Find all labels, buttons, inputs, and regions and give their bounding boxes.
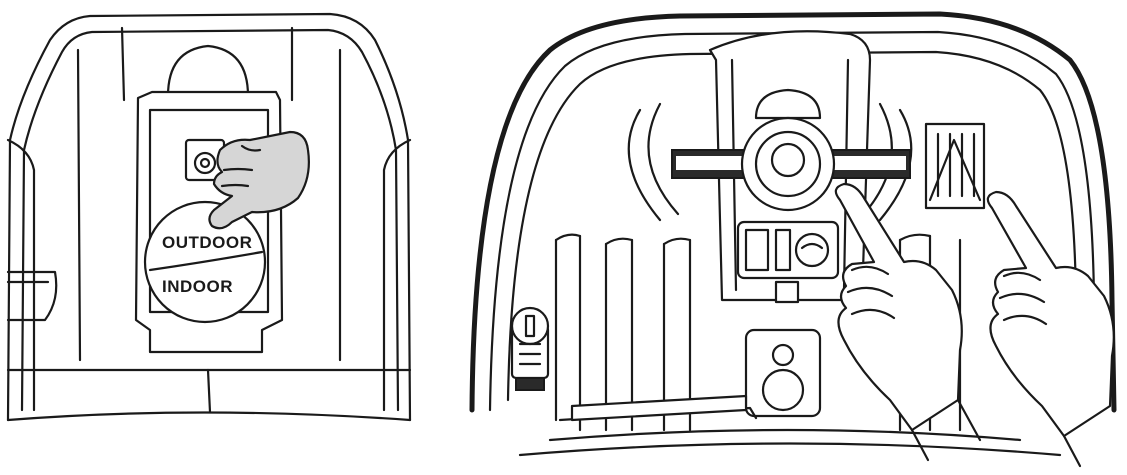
- control-panel-diagram: [469, 11, 1117, 468]
- left-illustration: OUTDOOR INDOOR: [0, 0, 420, 475]
- indoor-label: INDOOR: [162, 277, 233, 296]
- lock-icon: [510, 306, 550, 391]
- start-button[interactable]: [794, 232, 830, 268]
- outdoor-label: OUTDOOR: [162, 233, 252, 252]
- connector: [774, 280, 800, 304]
- power-switch[interactable]: [744, 228, 770, 272]
- hand-press-icon: [208, 130, 310, 230]
- vent-grille: [924, 122, 986, 210]
- housing-outline: [6, 12, 412, 422]
- top-dome: [166, 44, 250, 98]
- right-illustration: [460, 0, 1127, 475]
- hand-pointing-icon: [834, 182, 982, 462]
- rear-cover-diagram: OUTDOOR INDOOR: [6, 12, 412, 422]
- mower-body-outline: [469, 11, 1117, 413]
- hand-pointing-icon: [986, 190, 1115, 468]
